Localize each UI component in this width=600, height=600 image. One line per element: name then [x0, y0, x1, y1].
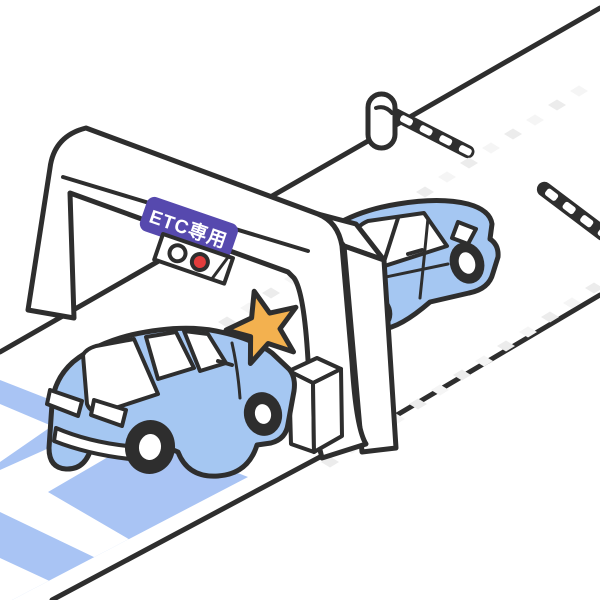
door-handle [406, 248, 424, 256]
tail-lamp [89, 398, 128, 428]
scene: ETC専用 [0, 5, 600, 600]
door-seam [418, 216, 430, 300]
signal-light-red [189, 252, 210, 273]
spark-icon [223, 288, 299, 366]
door-seam [230, 341, 242, 400]
approaching-car [45, 325, 297, 479]
signal-light-white [167, 243, 188, 264]
rear-window [81, 337, 160, 415]
toll-gantry [25, 125, 399, 461]
barrier-hinge [374, 105, 394, 115]
signal-box-slash [210, 255, 230, 280]
chevron-stripe [0, 426, 132, 559]
side-window [144, 330, 196, 381]
signal-lights [152, 231, 235, 286]
tail-lamp [45, 388, 84, 418]
toll-machine-box [287, 356, 344, 454]
gantry-frame [25, 125, 369, 461]
rear-wheel-hub [138, 434, 162, 460]
wire-line [0, 5, 600, 355]
front-wheel-hub [254, 404, 272, 424]
door-handle [216, 359, 234, 367]
barrier-arm [387, 107, 475, 159]
second-barrier-arm [536, 181, 600, 241]
barrier-machine [365, 91, 475, 159]
front-wheel-hub [458, 252, 476, 274]
barrier-post [365, 91, 398, 151]
chevron-stripe [0, 404, 52, 462]
